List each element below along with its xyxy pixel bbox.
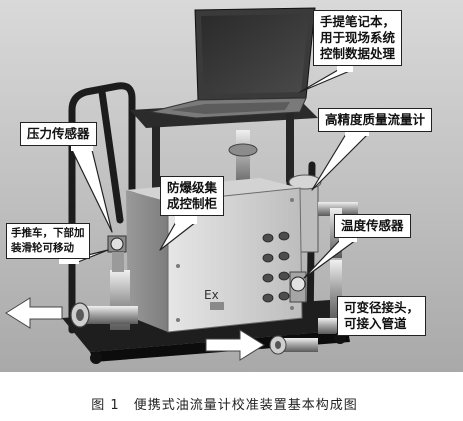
laptop-callout-line-2: 用于现场系统 [320, 30, 396, 45]
pressure-sensor-label: 压力传感器 [27, 126, 90, 141]
flow-meter-label: 高精度质量流量计 [325, 112, 426, 127]
control-cabinet-callout: 防爆级集 成控制柜 [160, 176, 225, 216]
lower-pipe [70, 302, 138, 328]
connector-callout: 可变径接头， 可接入管道 [337, 296, 427, 336]
control-cabinet-line-2: 成控制柜 [167, 196, 218, 211]
pressure-sensor [107, 235, 127, 272]
pressure-sensor-callout: 压力传感器 [20, 122, 97, 146]
laptop-callout-line-3: 控制数据处理 [320, 46, 396, 61]
cart-callout-line-2: 装滑轮可移动 [11, 242, 74, 254]
flow-meter-callout: 高精度质量流量计 [318, 108, 433, 132]
cart-callout: 手推车，下部加 装滑轮可移动 [6, 223, 90, 259]
figure-number: 图 1 [91, 398, 120, 413]
connector-callout-line-1: 可变径接头， [344, 300, 420, 315]
laptop [149, 7, 316, 119]
laptop-callout: 手提笔记本， 用于现场系统 控制数据处理 [313, 10, 403, 66]
inlet-arrow [205, 329, 265, 361]
control-cabinet-line-1: 防爆级集 [167, 180, 218, 195]
laptop-callout-line-1: 手提笔记本， [320, 14, 396, 29]
temperature-sensor-label: 温度传感器 [341, 218, 404, 233]
explosion-proof-mark: Ex [204, 288, 219, 302]
cart-callout-line-1: 手推车，下部加 [11, 227, 85, 239]
figure-caption-text: 便携式油流量计校准装置基本构成图 [133, 398, 358, 413]
connector-callout-line-2: 可接入管道 [344, 316, 407, 331]
outlet-arrow [5, 297, 63, 329]
temperature-sensor-callout: 温度传感器 [334, 214, 411, 238]
figure-caption: 图 1 便携式油流量计校准装置基本构成图 [0, 394, 463, 413]
